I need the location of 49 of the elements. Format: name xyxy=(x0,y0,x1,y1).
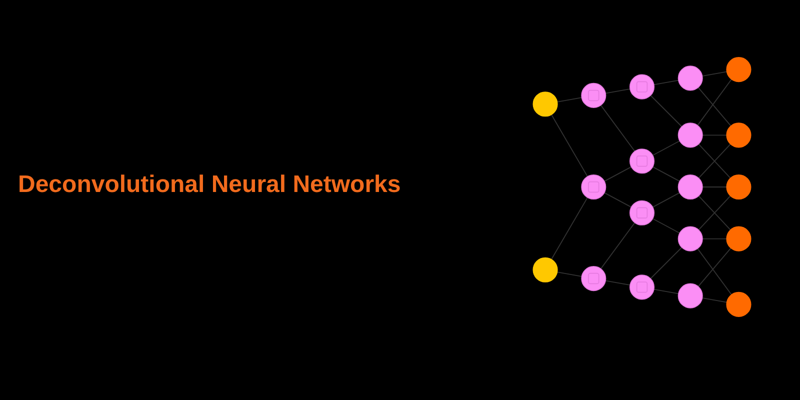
connector xyxy=(698,195,731,230)
node-circle xyxy=(726,292,752,317)
node-circle xyxy=(581,266,606,292)
connector xyxy=(550,196,588,260)
node-circle xyxy=(726,174,752,200)
connector xyxy=(650,94,682,128)
title: Deconvolutional Neural Networks xyxy=(18,171,401,199)
connector xyxy=(698,144,731,179)
node-circle xyxy=(678,283,703,308)
connector xyxy=(652,166,680,182)
node-circle xyxy=(678,226,703,252)
connector xyxy=(702,297,728,303)
node-circle xyxy=(629,200,655,226)
connector xyxy=(697,78,732,126)
connector xyxy=(698,248,732,288)
connector xyxy=(604,166,632,182)
node-circle xyxy=(726,226,752,252)
connector xyxy=(702,134,728,136)
node-circle xyxy=(678,66,703,91)
connector xyxy=(652,192,680,208)
node-circle xyxy=(532,257,558,282)
connector xyxy=(605,280,631,286)
node-circle xyxy=(678,122,703,148)
connector xyxy=(650,246,682,280)
connector xyxy=(652,218,680,234)
node-circle xyxy=(629,74,655,100)
node-circle xyxy=(581,82,606,108)
connector xyxy=(702,186,728,188)
connector xyxy=(653,80,679,86)
connector xyxy=(652,140,680,156)
connector xyxy=(556,272,582,277)
connector xyxy=(653,288,679,294)
node-circle xyxy=(629,274,655,300)
node-circle xyxy=(726,57,752,82)
connector xyxy=(604,192,632,208)
connector xyxy=(600,104,636,152)
node-circle xyxy=(581,174,606,200)
connector xyxy=(702,238,728,240)
connector xyxy=(605,88,631,94)
node-circle xyxy=(629,148,655,174)
connector xyxy=(550,114,588,178)
connector xyxy=(698,86,732,126)
connector xyxy=(697,248,732,296)
node-circle xyxy=(678,174,703,200)
node-circle xyxy=(726,122,752,148)
node-circle xyxy=(532,92,558,117)
connector xyxy=(556,97,582,102)
connector xyxy=(702,71,728,77)
connector xyxy=(600,222,636,270)
